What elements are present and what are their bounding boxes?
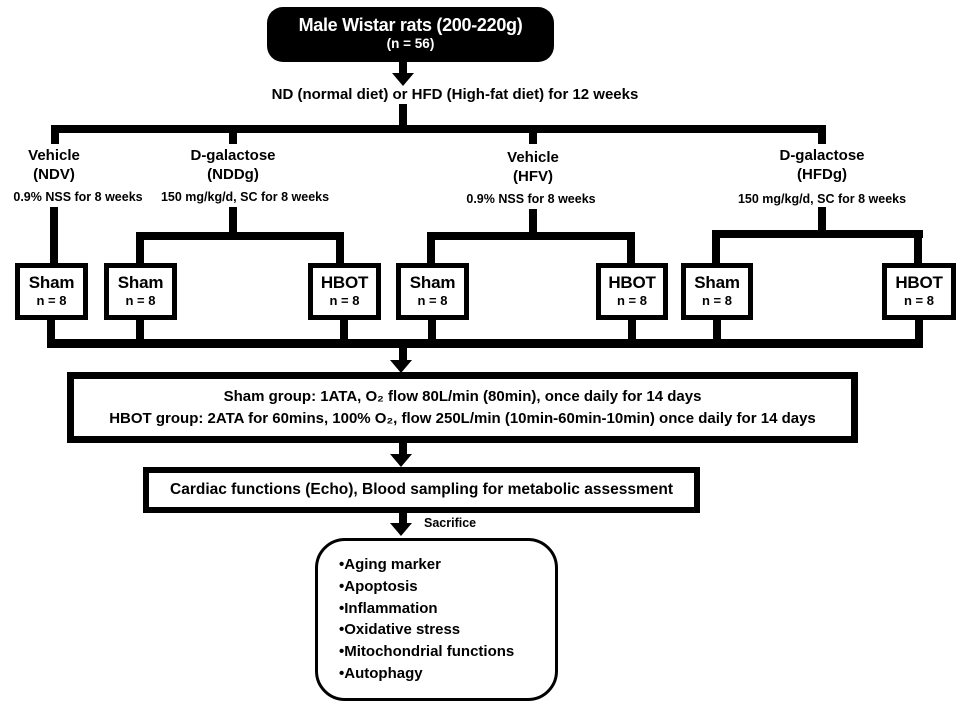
connector-line [47,318,55,342]
group-code: (NDDg) [207,166,259,183]
outcome-item: •Oxidative stress [339,621,461,639]
outcome-item: •Apoptosis [339,577,418,595]
arm-n: n = 8 [417,293,448,308]
arrow-head [390,454,412,467]
arrow-shaft [399,62,407,74]
arm-n: n = 8 [36,293,67,308]
connector-line [529,209,537,234]
dose-label-hfdg: 150 mg/kg/d, SC for 8 weeks [737,192,907,206]
branch-feed-line [399,104,407,125]
arm-box-hfdg-hbot: HBOT n = 8 [882,263,956,320]
connector-line [428,318,436,342]
protocol-box: Sham group: 1ATA, O₂ flow 80L/min (80min… [67,372,858,443]
connector-line [136,240,144,265]
group-name: Vehicle [28,147,80,164]
connector-line [915,318,923,342]
connector-line [50,207,58,265]
arm-box-hfdg-sham: Sham n = 8 [681,263,753,320]
connector-line [229,133,237,144]
outcomes-box: •Aging marker •Apoptosis •Inflammation •… [315,538,558,701]
arm-box-ndv-sham: Sham n = 8 [15,263,88,320]
connector-line [818,207,826,234]
connector-line [712,238,720,265]
group-name: D-galactose [779,147,865,164]
arm-label: HBOT [320,273,369,292]
group-label-hfdg: D-galactose (HFDg) [737,146,907,184]
outcome-item: •Inflammation [339,599,438,617]
group-name: Vehicle [507,149,559,166]
group-code: (HFV) [513,168,553,185]
arm-box-hfv-hbot: HBOT n = 8 [596,263,668,320]
connector-line [340,318,348,342]
connector-line [229,207,237,234]
arm-box-hfv-sham: Sham n = 8 [396,263,469,320]
connector-line [136,318,144,342]
arm-label: HBOT [895,273,943,292]
connector-line [336,240,344,265]
arm-label: Sham [409,273,456,292]
group-label-hfv: Vehicle (HFV) [448,148,618,186]
outcome-item: •Autophagy [339,664,423,682]
diet-duration-text: ND (normal diet) or HFD (High-fat diet) … [271,86,639,103]
dose-label-nddg: 150 mg/kg/d, SC for 8 weeks [160,190,330,204]
arm-n: n = 8 [617,293,647,308]
connector-line [818,133,826,144]
dose-label-ndv: 0.9% NSS for 8 weeks [13,190,143,204]
arm-n: n = 8 [125,293,156,308]
arm-label: HBOT [608,273,656,292]
connector-line [51,133,59,144]
arm-box-nddg-hbot: HBOT n = 8 [308,263,381,320]
arm-label: Sham [117,273,164,292]
group-code: (NDV) [33,166,75,183]
outcome-item: •Aging marker [339,556,441,573]
title-line2: (n = 56) [386,36,435,51]
assessment-text: Cardiac functions (Echo), Blood sampling… [170,481,673,498]
group-code: (HFDg) [797,166,847,183]
arm-n: n = 8 [904,293,934,308]
protocol-line1: Sham group: 1ATA, O₂ flow 80L/min (80min… [223,388,702,405]
branch-bar [51,125,826,133]
connector-line [627,240,635,265]
arm-n: n = 8 [702,293,732,308]
connector-line [628,318,636,342]
arm-box-nddg-sham: Sham n = 8 [104,263,177,320]
connector-line [529,133,537,144]
dose-label-hfv: 0.9% NSS for 8 weeks [466,192,596,206]
group-label-nddg: D-galactose (NDDg) [148,146,318,184]
collector-bar [47,339,923,348]
arrow-shaft [399,513,407,524]
protocol-line2: HBOT group: 2ATA for 60mins, 100% O₂, fl… [109,410,816,427]
split-bar-nddg [136,232,344,240]
arrow-shaft [399,348,407,361]
split-bar-hfv [427,232,635,240]
group-label-ndv: Vehicle (NDV) [0,146,108,184]
title-line1: Male Wistar rats (200-220g) [298,15,523,35]
assessment-box: Cardiac functions (Echo), Blood sampling… [143,467,700,513]
arrow-shaft [399,443,407,455]
sacrifice-label: Sacrifice [424,516,477,530]
connector-line [914,238,922,265]
arm-n: n = 8 [329,293,360,308]
arrow-head [392,73,414,86]
arrow-head [390,360,412,373]
connector-line [713,318,721,342]
outcome-item: •Mitochondrial functions [339,643,515,661]
group-name: D-galactose [190,147,276,164]
arm-label: Sham [694,273,740,292]
split-bar-hfdg [712,230,923,238]
title-box: Male Wistar rats (200-220g) (n = 56) [267,7,554,62]
connector-line [427,240,435,265]
arrow-head [390,523,412,536]
arm-label: Sham [28,273,75,292]
